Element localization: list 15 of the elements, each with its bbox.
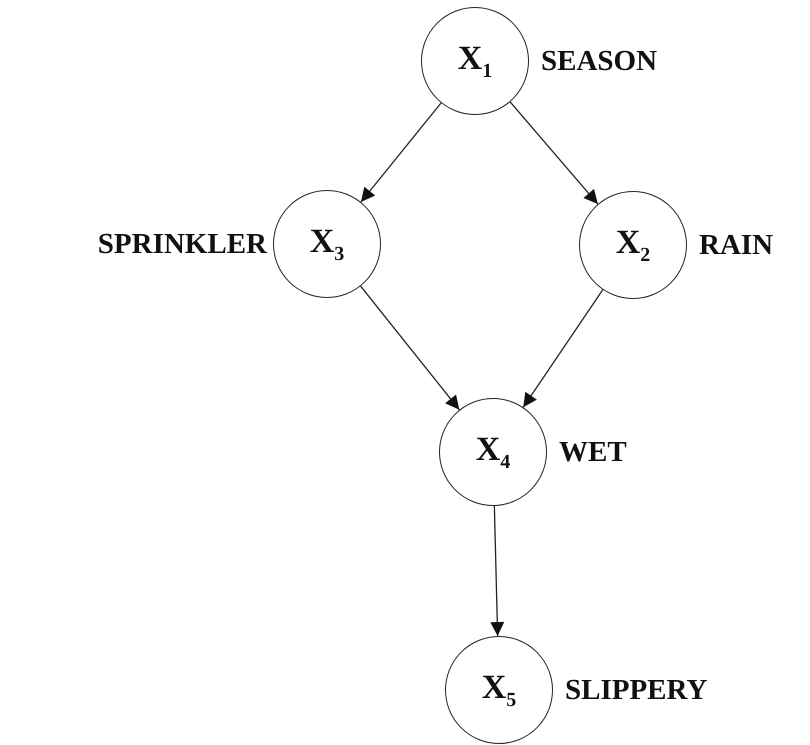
node-caption: WET bbox=[559, 438, 627, 466]
arrow bbox=[360, 102, 442, 202]
node-caption: SEASON bbox=[541, 46, 658, 76]
variable-label: X$_{4}$ bbox=[476, 430, 510, 474]
node-caption: SLIPPERY bbox=[565, 676, 708, 704]
node-caption: RAIN bbox=[699, 230, 774, 260]
node-caption: SPRINKLER bbox=[98, 230, 267, 258]
arrow bbox=[360, 286, 460, 410]
variable-label: X$_{1}$ bbox=[458, 40, 492, 82]
variable-label: X$_{3}$ bbox=[310, 222, 344, 266]
arrow bbox=[522, 289, 604, 408]
variable-label: X$_{2}$ bbox=[616, 224, 650, 266]
arrow bbox=[490, 506, 504, 636]
variable-label: X$_{5}$ bbox=[482, 668, 516, 712]
arrow bbox=[510, 102, 598, 204]
